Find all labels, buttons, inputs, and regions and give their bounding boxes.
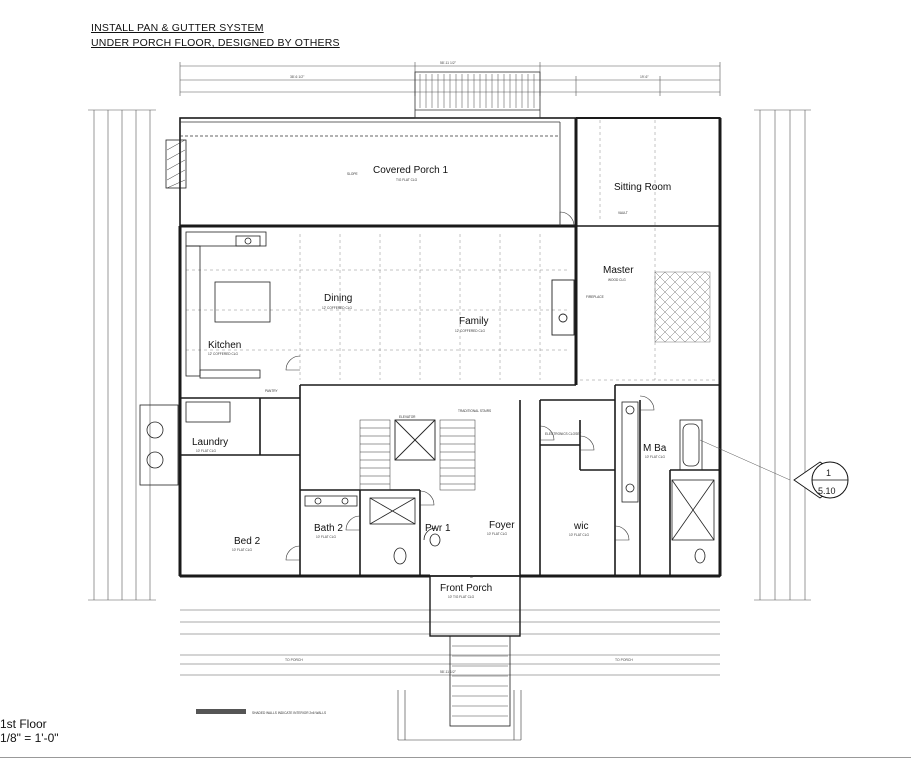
- porch-slope-note: SLOPE: [347, 172, 358, 176]
- family-fireplace: [551, 279, 575, 336]
- porch-note-line2: UNDER PORCH FLOOR, DESIGNED BY OTHERS: [91, 37, 340, 49]
- stair-note: TRADITIONAL STAIRS: [458, 409, 491, 413]
- bed2-ceiling-note: 10' FLAT CLG: [232, 548, 252, 552]
- up-label: UP: [470, 575, 474, 579]
- section-marker: [699, 439, 849, 499]
- legend-swatch: [196, 709, 246, 714]
- room-wic: wic: [573, 521, 588, 532]
- room-front-porch: Front Porch: [440, 583, 492, 594]
- legend-text: SHADED WALLS INDICATE INTERIOR 2x6 WALLS: [252, 711, 326, 715]
- master-ceiling-panel: [654, 271, 711, 343]
- dining-ceiling-note: 12' COFFERED CLG: [322, 306, 353, 310]
- drawing-title-block: 1st Floor 1/8" = 1'-0": [0, 717, 59, 745]
- elevator-label: ELEVATOR: [399, 415, 416, 419]
- drawing-scale: 1/8" = 1'-0": [0, 731, 59, 745]
- coffered-ceiling-grid: [186, 120, 715, 381]
- porch-railing: [180, 71, 561, 226]
- bath2-fixtures: [304, 495, 416, 565]
- room-master: Master: [603, 265, 634, 276]
- side-dimension-lines: [88, 109, 811, 601]
- closet-label: ELECTRONICS CLOSET: [545, 432, 581, 436]
- room-master-bath: M Ba: [643, 443, 667, 454]
- laundry-ceiling-note: 10' FLAT CLG: [196, 449, 216, 453]
- master-ceiling-note: WOOD CLG: [608, 278, 626, 282]
- dim-label: 38'-6 1/2": [290, 75, 305, 79]
- front-porch-ceiling-note: 10' T/G FLAT CLG: [448, 595, 475, 599]
- to-porch-left: TO PORCH: [285, 658, 303, 662]
- porch-steps-top: [419, 74, 535, 108]
- room-bath2: Bath 2: [314, 523, 343, 534]
- sitting-vault-note: VAULT: [618, 211, 628, 215]
- kitchen-ceiling-note: 12' COFFERED CLG: [208, 352, 239, 356]
- front-steps: [452, 645, 508, 717]
- bath2-ceiling-note: 10' FLAT CLG: [316, 535, 336, 539]
- wic-ceiling-note: 10' FLAT CLG: [569, 533, 589, 537]
- dim-label: 19'-6": [640, 75, 649, 79]
- front-porch: [429, 575, 521, 727]
- bottom-dimension-lines: [180, 609, 720, 676]
- room-bed2: Bed 2: [234, 536, 261, 547]
- room-kitchen: Kitchen: [208, 340, 241, 351]
- to-porch-right: TO PORCH: [615, 658, 633, 662]
- room-sitting-room: Sitting Room: [614, 182, 671, 193]
- room-dining: Dining: [324, 293, 352, 304]
- section-marker-number: 1: [826, 468, 831, 478]
- interior-stairs: [359, 419, 476, 491]
- family-ceiling-note: 12' COFFERED CLG: [455, 329, 486, 333]
- laundry-fixtures: [139, 401, 231, 486]
- pantry-label: PANTRY: [265, 389, 279, 393]
- door-swings: [285, 211, 655, 561]
- room-laundry: Laundry: [192, 437, 228, 448]
- room-foyer: Foyer: [489, 520, 515, 531]
- porch-note-line1: INSTALL PAN & GUTTER SYSTEM: [91, 22, 264, 34]
- elevator-shaft: [394, 419, 436, 461]
- top-overall-dimension: 58'-11 1/2": [440, 61, 457, 65]
- powder-fixtures: [423, 527, 441, 547]
- kitchen-cabinets: [185, 231, 271, 379]
- bottom-rule: [0, 757, 911, 758]
- master-bath-fixtures: [621, 401, 715, 564]
- drawing-title: 1st Floor: [0, 717, 47, 731]
- porch-fireplace: [165, 139, 187, 189]
- foyer-ceiling-note: 10' FLAT CLG: [487, 532, 507, 536]
- porch-ceiling-note: T/G FLAT CLG: [396, 178, 418, 182]
- room-family: Family: [459, 316, 488, 327]
- section-marker-sheet: 5.10: [818, 486, 836, 496]
- front-porch-railings: [397, 690, 522, 741]
- fireplace-note: FIREPLACE: [586, 295, 604, 299]
- room-powder: Pwr 1: [425, 523, 451, 534]
- mba-ceiling-note: 10' FLAT CLG: [645, 455, 665, 459]
- room-covered-porch: Covered Porch 1: [373, 165, 448, 176]
- bottom-overall-dimension: 58'-11 1/2": [440, 670, 457, 674]
